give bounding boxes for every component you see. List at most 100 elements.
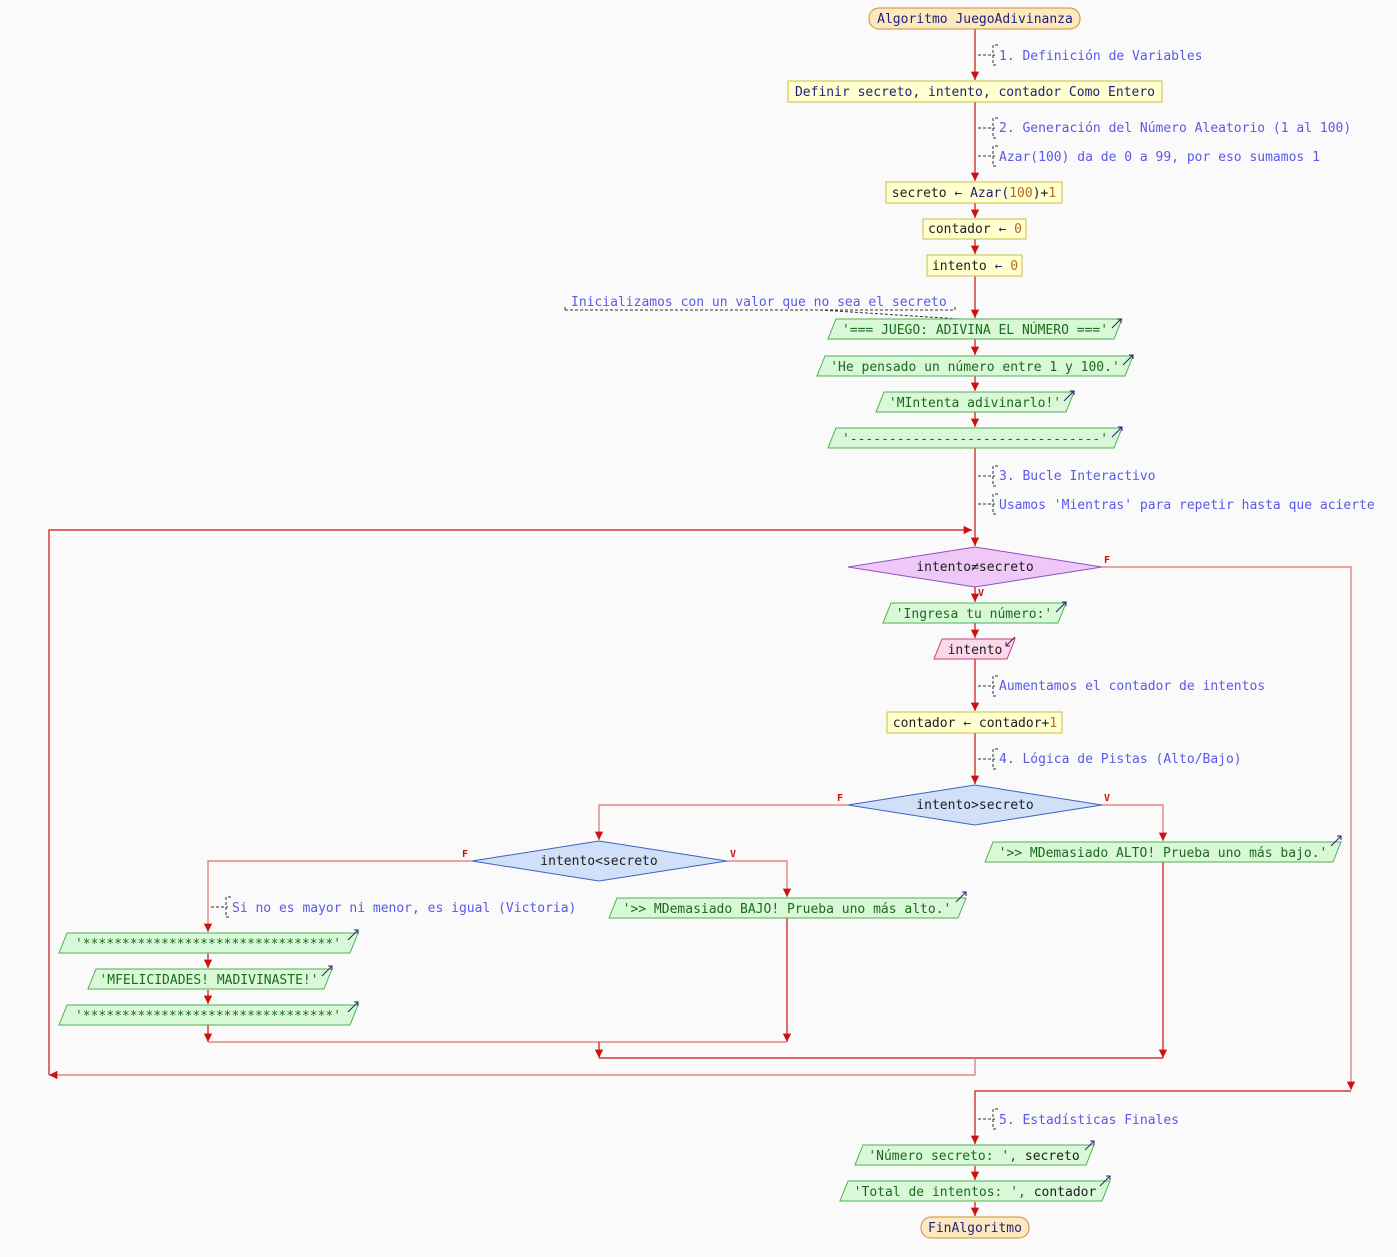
- output-shape: [827, 318, 1123, 340]
- output-arrow-icon: [1099, 1175, 1111, 1187]
- output-label: 'Total de intentos: ', contador: [854, 1185, 1097, 1200]
- var-name: contador: [893, 716, 956, 731]
- process-intento[interactable]: intento ← 0: [926, 254, 1023, 277]
- comment-bracket: [978, 465, 998, 487]
- number-literal: 0: [1010, 259, 1018, 274]
- output-alto[interactable]: '>> MDemasiado ALTO! Prueba uno más bajo…: [984, 835, 1342, 863]
- output-shape: [839, 1180, 1111, 1202]
- process-shape: [886, 711, 1063, 734]
- output-pensado[interactable]: 'He pensado un número entre 1 y 100.': [816, 354, 1134, 377]
- output-arrow-icon: [1055, 601, 1067, 613]
- input-label: intento: [948, 643, 1003, 658]
- connectors: [48, 29, 1356, 1216]
- output-arrow-icon: [1330, 835, 1342, 847]
- comments: 1. Definición de Variables 2. Generación…: [232, 49, 1375, 1128]
- output-label: '********************************': [75, 937, 341, 952]
- output-ingresa[interactable]: 'Ingresa tu número:': [882, 601, 1067, 624]
- loop-shape: [847, 546, 1103, 588]
- decision-label: intento>secreto: [916, 798, 1033, 813]
- output-shape: [58, 932, 359, 954]
- comment-aumentamos: Aumentamos el contador de intentos: [999, 679, 1265, 694]
- comment-bracket: [978, 44, 998, 66]
- loop-condition[interactable]: intento≠secreto F V: [847, 546, 1110, 599]
- output-label: 'MFELICIDADES! MADIVINASTE!': [99, 973, 318, 988]
- output-arrow-icon: [1122, 354, 1134, 366]
- string-literal: 'Total de intentos: ',: [854, 1185, 1034, 1200]
- output-shape: [882, 602, 1067, 624]
- output-stars-bottom[interactable]: '********************************': [58, 1001, 359, 1026]
- comment-bracket: [978, 675, 998, 697]
- output-shape: [984, 841, 1342, 863]
- connector-false: [594, 804, 848, 840]
- assign-arrow: ←: [998, 222, 1006, 237]
- output-shape: [58, 1004, 359, 1026]
- process-increment[interactable]: contador ← contador+1: [886, 711, 1063, 734]
- output-shape: [87, 968, 333, 990]
- output-shape: [854, 1144, 1095, 1166]
- false-flag: F: [837, 793, 843, 804]
- process-shape: [787, 80, 1163, 103]
- output-stars-top[interactable]: '********************************': [58, 929, 359, 954]
- comment-bracket: [564, 306, 976, 321]
- connector-true: [1102, 804, 1168, 841]
- expression: contador+: [979, 716, 1050, 731]
- string-literal: 'Número secreto: ',: [868, 1149, 1025, 1164]
- comment-bracket: [978, 1108, 998, 1130]
- output-intenta[interactable]: 'MIntenta adivinarlo!': [875, 390, 1075, 413]
- output-label: '>> MDemasiado ALTO! Prueba uno más bajo…: [999, 846, 1328, 861]
- process-secreto[interactable]: secreto ← Azar(100)+1: [885, 181, 1063, 204]
- number-literal: 100: [1009, 186, 1032, 201]
- output-label: '--------------------------------': [842, 432, 1108, 447]
- input-shape: [933, 638, 1016, 660]
- comment-bracket: [978, 145, 998, 167]
- comment-bucle: 3. Bucle Interactivo: [999, 469, 1156, 484]
- comment-connectors: [211, 44, 998, 1130]
- input-arrow-icon: [1005, 636, 1016, 647]
- output-total-intentos[interactable]: 'Total de intentos: ', contador: [839, 1175, 1111, 1202]
- end-terminal[interactable]: FinAlgoritmo: [920, 1216, 1030, 1239]
- output-arrow-icon: [1084, 1140, 1095, 1151]
- process-contador[interactable]: contador ← 0: [922, 218, 1027, 240]
- number-literal: 1: [1048, 186, 1056, 201]
- process-define[interactable]: Definir secreto, intento, contador Como …: [787, 80, 1163, 103]
- operator: )+: [1033, 186, 1049, 201]
- function-name: Azar(: [970, 186, 1009, 201]
- comment-bracket: [978, 493, 998, 515]
- assign-arrow: ←: [954, 186, 962, 201]
- decision-mayor[interactable]: intento>secreto F V: [837, 784, 1110, 826]
- decision-shape: [847, 784, 1103, 826]
- input-intento[interactable]: intento: [933, 636, 1016, 660]
- loop-back: [48, 525, 972, 1075]
- output-label: 'He pensado un número entre 1 y 100.': [830, 360, 1120, 375]
- var-name: secreto: [1025, 1149, 1080, 1164]
- end-label: FinAlgoritmo: [928, 1221, 1022, 1236]
- output-title[interactable]: '=== JUEGO: ADIVINA EL NÚMERO ===': [827, 318, 1123, 340]
- comment-bracket: [978, 117, 998, 139]
- decision-shape: [471, 840, 728, 882]
- connector: [970, 1090, 1351, 1144]
- var-name: contador: [928, 222, 991, 237]
- comment-victoria: Si no es mayor ni menor, es igual (Victo…: [232, 901, 576, 916]
- intento-assignment: intento ← 0: [932, 259, 1018, 274]
- output-bajo[interactable]: '>> MDemasiado BAJO! Prueba uno más alto…: [608, 891, 967, 919]
- define-label: Definir secreto, intento, contador Como …: [795, 85, 1155, 100]
- output-separator[interactable]: '--------------------------------': [827, 426, 1123, 449]
- output-arrow-icon: [955, 891, 967, 903]
- comment-bracket: [978, 748, 998, 770]
- output-shape: [816, 355, 1134, 377]
- output-label: 'MIntenta adivinarlo!': [889, 396, 1061, 411]
- output-numero-secreto[interactable]: 'Número secreto: ', secreto: [854, 1140, 1095, 1166]
- loop-condition-label: intento≠secreto: [916, 560, 1033, 575]
- decision-menor[interactable]: intento<secreto F V: [462, 840, 736, 882]
- terminal-shape: [920, 1216, 1030, 1239]
- output-arrow-icon: [347, 929, 359, 941]
- process-shape: [885, 181, 1063, 204]
- output-felicidades[interactable]: 'MFELICIDADES! MADIVINASTE!': [87, 965, 333, 990]
- var-name: contador: [1034, 1185, 1097, 1200]
- assign-arrow: ←: [995, 259, 1003, 274]
- true-flag: V: [730, 849, 736, 860]
- start-terminal[interactable]: Algoritmo JuegoAdivinanza: [868, 7, 1081, 30]
- process-shape: [926, 254, 1023, 277]
- comment-bracket: [211, 896, 231, 918]
